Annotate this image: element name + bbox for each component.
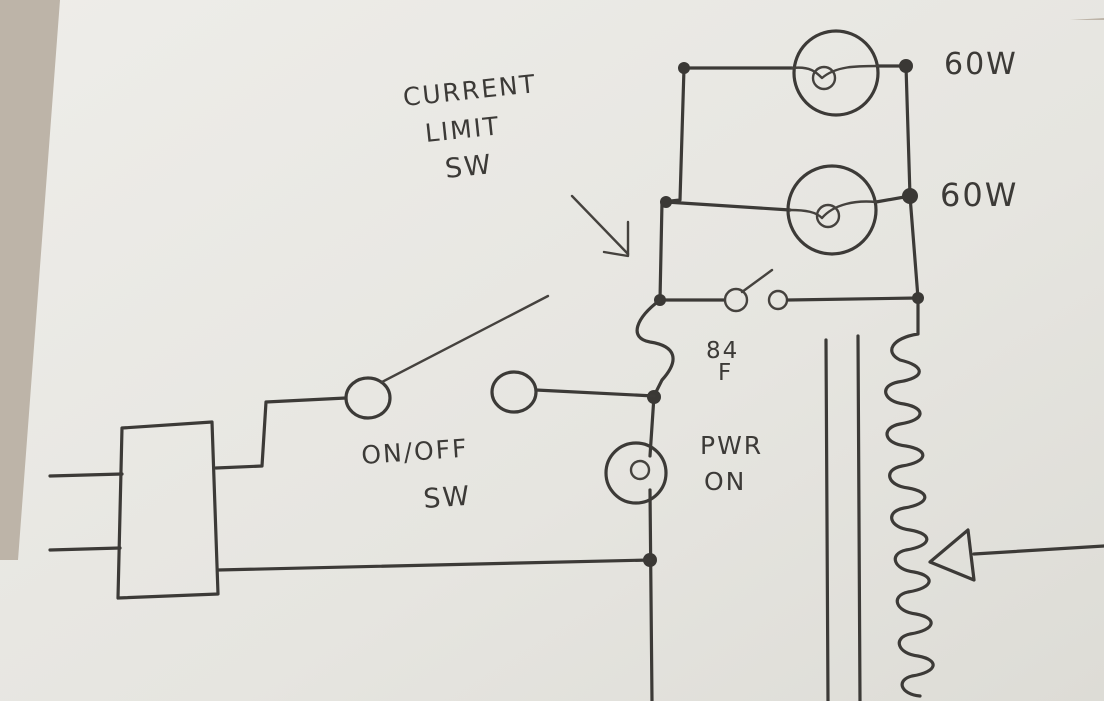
lamp1-rating-label: 60W [944, 47, 1018, 82]
neutral-wire [216, 558, 652, 572]
lamp2-wire-left [664, 200, 792, 212]
pointer-arrow [570, 194, 630, 258]
on-off-line2: SW [422, 481, 472, 515]
on-off-switch [214, 294, 656, 470]
plug-body [116, 420, 220, 600]
winding-coil [884, 296, 935, 698]
core-line-1 [824, 338, 830, 701]
on-off-contact-2 [490, 370, 538, 414]
on-off-contact-1 [344, 376, 392, 420]
current-limit-label: CURRENT LIMIT SW [402, 69, 539, 185]
lamp-bank [658, 29, 920, 302]
fuse-symbol [635, 298, 675, 398]
switch-contact-1 [723, 287, 749, 313]
on-off-lever [380, 294, 550, 384]
lamp2-rating-label: 60W [940, 176, 1018, 214]
plug-prong-bottom [48, 546, 122, 552]
mains-plug [48, 420, 220, 600]
on-off-wire-left [214, 396, 348, 470]
on-off-wire-right [534, 388, 656, 398]
switch-lever [740, 268, 774, 294]
fuse-rating-line2: F [718, 360, 733, 386]
lamp2-bulb-icon [786, 164, 878, 256]
lamp1-bulb-icon [790, 29, 880, 117]
switch-wire-right [786, 296, 920, 302]
pwr-on-lamp-icon [604, 441, 668, 505]
wiper-arrow-icon [928, 528, 976, 582]
fuse-rating-line1: 84 [706, 338, 739, 364]
pwr-on-line2: ON [704, 467, 746, 496]
pwr-on-label: PWR ON [700, 431, 763, 496]
core-line-2 [856, 334, 862, 701]
plug-prong-top [48, 472, 124, 478]
fuse-rating-label: 84 F [706, 338, 739, 386]
current-limit-line3: SW [443, 149, 494, 185]
trunk-lower [648, 488, 654, 701]
pwr-on-line1: PWR [700, 431, 763, 460]
wiper-output-wire [972, 544, 1104, 556]
variac-transformer [824, 296, 1104, 701]
